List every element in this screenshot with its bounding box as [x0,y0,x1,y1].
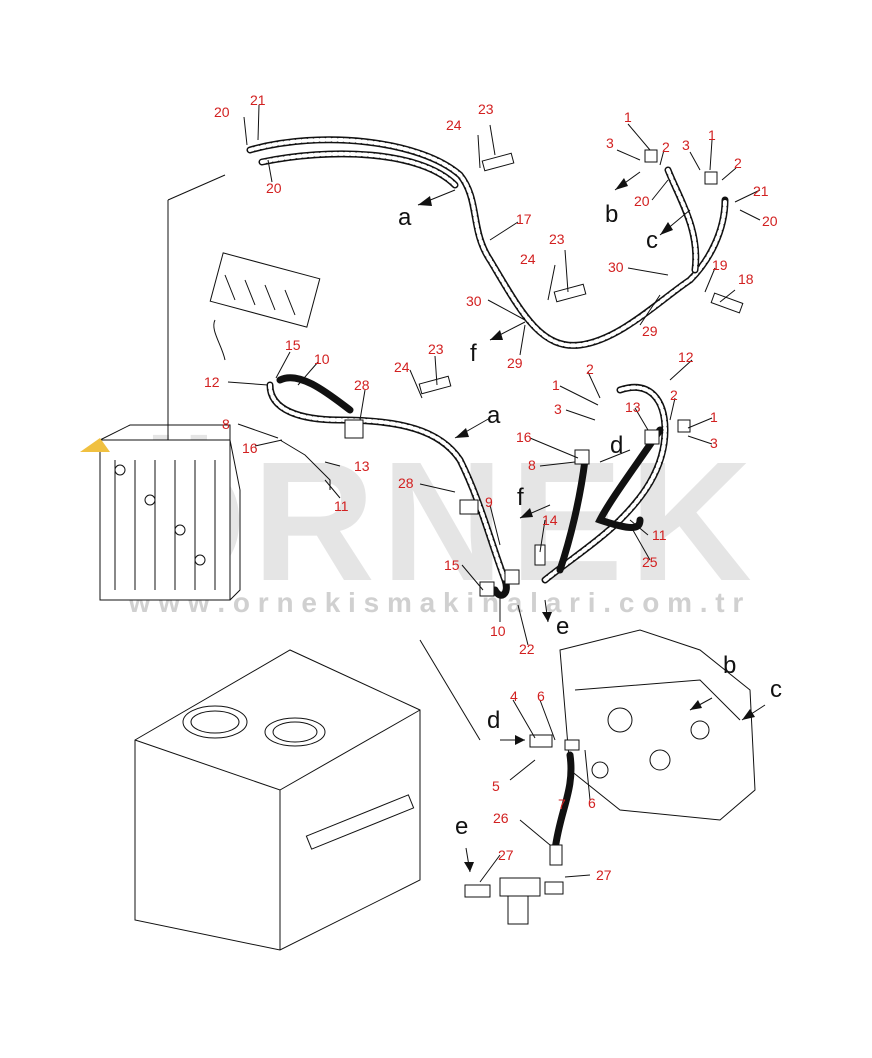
callout: 12 [678,349,694,365]
callout: 24 [394,359,410,375]
callout: 4 [510,688,518,704]
callout: 23 [549,231,565,247]
callout: 29 [642,323,658,339]
view-letter-b-pump: b [723,652,736,679]
control-valve [80,174,241,601]
callout: 22 [519,641,535,657]
callout: 11 [652,527,667,543]
callout: 23 [478,101,494,117]
callout: 14 [542,512,558,528]
callout: 13 [354,458,370,474]
view-letter-f-upper: f [470,340,477,367]
view-letter-f-middle: f [517,484,524,511]
leader-lines [227,104,761,883]
callout: 21 [753,183,769,199]
callout: 3 [606,135,614,151]
callout: 18 [738,271,754,287]
view-letter-a-middle: a [487,402,501,429]
callout: 16 [242,440,258,456]
callout: 10 [490,623,506,639]
callout: 20 [634,193,650,209]
callout: 11 [334,498,349,514]
view-letters: a a b b c c d d e e f f [398,201,782,840]
callout: 27 [498,847,514,863]
hydraulic-pump [529,629,756,866]
callout: 30 [466,293,482,309]
callout: 15 [285,337,301,353]
view-letter-a-upper: a [398,204,412,231]
callout: 10 [314,351,330,367]
callout: 15 [444,557,460,573]
view-letter-d-pump: d [487,707,500,734]
callout: 6 [588,795,596,811]
view-letter-e-middle: e [556,613,569,640]
callout: 1 [710,409,718,425]
callout: 13 [625,399,641,415]
callout: 20 [214,104,230,120]
callout: 16 [516,429,532,445]
callout: 21 [250,92,266,108]
callout: 27 [596,867,612,883]
tee-fitting [464,877,564,925]
view-letter-e-bottom: e [455,813,468,840]
view-letter-c-pump: c [770,676,782,703]
callout: 3 [554,401,562,417]
callout: 1 [552,377,560,393]
hydraulic-tank [134,639,481,951]
callout: 28 [398,475,414,491]
callout: 30 [608,259,624,275]
callout: 9 [485,494,493,510]
callout: 24 [446,117,462,133]
callout: 26 [493,810,509,826]
callout-numbers: 20 21 20 24 23 17 23 24 30 29 1 3 2 1 3 … [204,92,778,883]
callout: 1 [624,109,632,125]
callout: 2 [734,155,742,171]
callout: 6 [537,688,545,704]
callout: 24 [520,251,536,267]
callout: 3 [682,137,690,153]
view-letter-b-upper: b [605,201,618,228]
callout: 1 [708,127,716,143]
callout: 2 [586,361,594,377]
upper-hose-assembly [246,136,744,349]
callout: 5 [492,778,500,794]
callout: 19 [712,257,728,273]
callout: 23 [428,341,444,357]
valve-inset [209,252,321,361]
callout: 28 [354,377,370,393]
callout: 7 [558,796,566,812]
callout: 3 [710,435,718,451]
callout: 8 [222,416,230,432]
direction-arrows [417,171,766,873]
callout: 2 [670,387,678,403]
callout: 8 [528,457,536,473]
view-letter-d-middle: d [610,432,623,459]
view-letter-c-upper: c [646,227,658,254]
callout: 25 [642,554,658,570]
callout: 20 [762,213,778,229]
callout: 20 [266,180,282,196]
callout: 17 [516,211,532,227]
callout: 2 [662,139,670,155]
middle-hose-assembly [266,374,691,599]
callout: 12 [204,374,220,390]
callout: 29 [507,355,523,371]
